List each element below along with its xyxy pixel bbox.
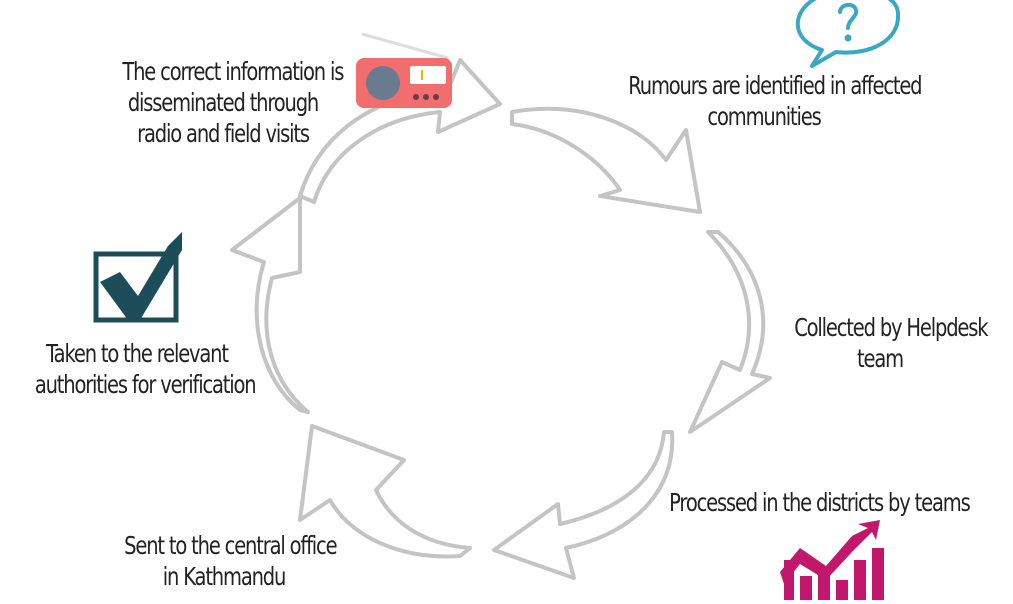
- label-line: Collected by Helpdesk: [794, 313, 988, 342]
- label-line: The correct information is: [122, 57, 344, 86]
- label-line: team: [857, 344, 904, 373]
- bar-chart-growth-icon: [780, 520, 884, 600]
- label-line: Sent to the central office: [124, 531, 337, 560]
- label-line: Taken to the relevant: [46, 339, 229, 368]
- step-label-taken-authorities: Taken to the relevant authorities for ve…: [34, 338, 257, 400]
- cycle-arrow-3: [492, 430, 675, 580]
- cycle-arrow-2: [688, 230, 772, 434]
- label-line: in Kathmandu: [162, 562, 287, 591]
- label-line: authorities for verification: [34, 370, 257, 399]
- cycle-arrow-4: [298, 424, 472, 559]
- step-label-correct-information: The correct information is disseminated …: [122, 56, 344, 149]
- cycle-arrow-1: [510, 106, 702, 214]
- label-line: communities: [707, 102, 821, 131]
- cycle-arrow-5: [230, 196, 310, 414]
- label-line: radio and field visits: [137, 119, 310, 148]
- step-label-sent-central-office: Sent to the central office in Kathmandu: [124, 530, 337, 592]
- label-line: disseminated through: [127, 88, 319, 117]
- step-label-collected-helpdesk: Collected by Helpdesk team: [794, 312, 988, 374]
- label-line: Processed in the districts by teams: [669, 488, 971, 517]
- step-label-processed-districts: Processed in the districts by teams: [669, 487, 971, 518]
- step-label-rumours-identified: Rumours are identified in affected commu…: [628, 70, 922, 132]
- radio-icon: [356, 32, 452, 108]
- label-line: Rumours are identified in affected: [628, 71, 922, 100]
- checkbox-check-icon: [93, 232, 182, 323]
- speech-bubble-question-icon: [795, 0, 901, 68]
